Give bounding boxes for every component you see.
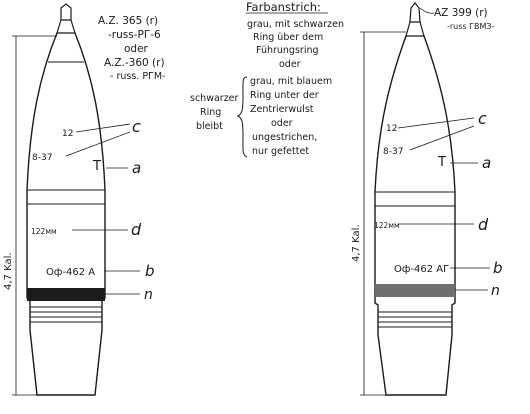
left-shell: 4,7 Kal. 12 8-37 T 122мм Оф-462 А c a d … bbox=[3, 3, 165, 396]
right-fuze-tip bbox=[409, 2, 421, 23]
right-mark-type: Оф-462 АГ bbox=[394, 264, 449, 275]
svg-text:- russ. PГМ-: - russ. PГМ- bbox=[110, 71, 165, 82]
right-letter-n: n bbox=[491, 283, 500, 299]
left-mark-caliber: 122мм bbox=[31, 227, 57, 236]
right-mark-8-37: 8-37 bbox=[383, 147, 403, 157]
right-ring bbox=[375, 284, 455, 297]
svg-text:oder: oder bbox=[279, 59, 301, 70]
svg-text:oder: oder bbox=[124, 43, 149, 55]
left-letter-c: c bbox=[132, 117, 141, 136]
left-length-label: 4,7 Kal. bbox=[3, 252, 14, 290]
right-mark-caliber: 122мм bbox=[374, 221, 400, 230]
right-mark-12: 12 bbox=[386, 124, 397, 134]
left-length-dimension: 4,7 Kal. bbox=[3, 35, 57, 396]
svg-text:Ring unter der: Ring unter der bbox=[250, 90, 319, 101]
right-letter-b: b bbox=[493, 259, 503, 277]
svg-text:-russ-PГ-6: -russ-PГ-6 bbox=[108, 29, 161, 41]
svg-text:nur gefettet: nur gefettet bbox=[252, 146, 309, 157]
right-shell: 4,7 Kal. 12 8-37 T 122мм Оф-462 АГ c a d… bbox=[351, 2, 503, 396]
paint-brace bbox=[236, 76, 248, 158]
right-letter-c: c bbox=[478, 109, 487, 128]
svg-text:A.Z. 365 (r): A.Z. 365 (r) bbox=[98, 15, 158, 27]
right-leaders bbox=[397, 7, 490, 291]
right-fuze-body bbox=[405, 21, 425, 37]
paint-notes: Farbanstrich: grau, mit schwarzen Ring ü… bbox=[190, 0, 344, 158]
svg-text:grau, mit schwarzen: grau, mit schwarzen bbox=[247, 19, 344, 30]
left-mark-type: Оф-462 А bbox=[46, 267, 95, 278]
right-letter-a: a bbox=[482, 154, 491, 172]
svg-text:schwarzer: schwarzer bbox=[190, 93, 239, 104]
paint-heading: Farbanstrich: bbox=[246, 0, 321, 14]
right-mark-T: T bbox=[437, 155, 446, 170]
left-black-ring bbox=[27, 288, 105, 301]
left-ogive-outline bbox=[26, 32, 106, 191]
right-ogive-outline bbox=[374, 35, 456, 193]
left-fuze-tip bbox=[60, 3, 72, 21]
right-fuze-line1: AZ 399 (r) bbox=[434, 7, 488, 19]
left-driving-band bbox=[30, 306, 102, 323]
left-letter-n: n bbox=[144, 287, 153, 303]
svg-text:Führungsring: Führungsring bbox=[256, 45, 319, 56]
left-leaders bbox=[65, 123, 140, 295]
svg-text:Ring: Ring bbox=[200, 107, 221, 118]
right-length-label: 4,7 Kal. bbox=[351, 224, 362, 262]
left-mark-8-37: 8-37 bbox=[32, 153, 52, 163]
svg-text:bleibt: bleibt bbox=[196, 121, 223, 132]
left-mark-T: T bbox=[92, 159, 101, 174]
right-letter-d: d bbox=[478, 215, 489, 234]
left-letter-a: a bbox=[132, 159, 141, 177]
svg-text:Zentrierwulst: Zentrierwulst bbox=[250, 104, 314, 115]
right-fuze-line2: -russ ГВМЗ- bbox=[447, 22, 495, 31]
svg-text:A.Z.-360 (r): A.Z.-360 (r) bbox=[104, 57, 165, 69]
left-fuze-text: A.Z. 365 (r) -russ-PГ-6 oder A.Z.-360 (r… bbox=[98, 15, 165, 82]
svg-text:oder: oder bbox=[271, 118, 293, 129]
left-letter-d: d bbox=[131, 220, 142, 239]
left-letter-b: b bbox=[145, 262, 155, 280]
svg-text:ungestrichen,: ungestrichen, bbox=[252, 132, 317, 143]
svg-text:Ring über dem: Ring über dem bbox=[253, 32, 323, 43]
left-fuze-body bbox=[56, 19, 76, 34]
left-mark-12: 12 bbox=[62, 129, 73, 139]
right-driving-band bbox=[378, 311, 452, 328]
svg-text:grau, mit blauem: grau, mit blauem bbox=[250, 76, 332, 87]
right-length-dimension: 4,7 Kal. bbox=[351, 31, 406, 396]
